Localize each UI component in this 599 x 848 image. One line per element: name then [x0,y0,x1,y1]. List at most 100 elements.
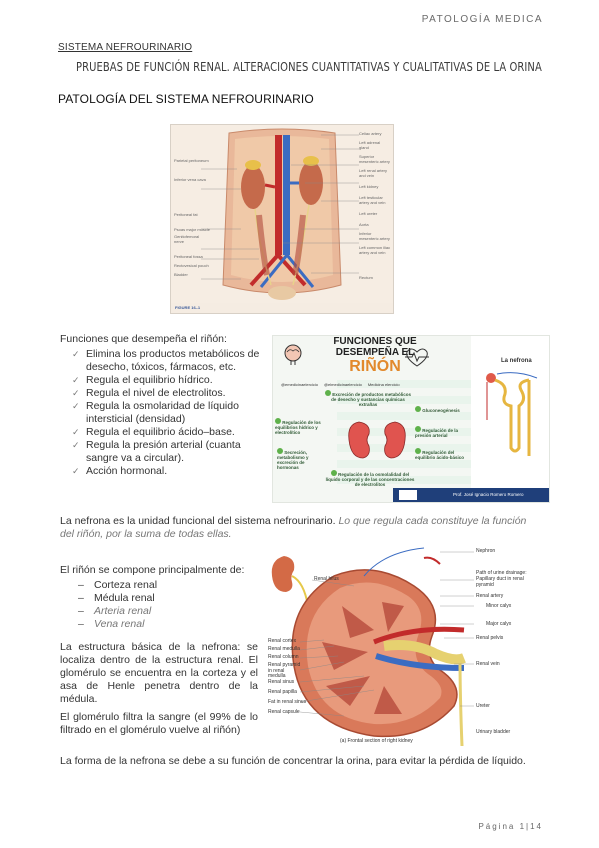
fig1-label: Superior mesenteric artery [359,154,390,164]
fig2-label: Path of urine drainage: [476,570,527,576]
list-item: ✓Regula la presión arterial (cuanta sang… [72,439,241,464]
fig1-label: Psoas major muscle [174,227,211,232]
infographic-item: Regulación de la presión arterial [415,426,459,438]
social-handle: Medicina elercicio [367,382,400,387]
infographic-item: Gluconeogénesis [415,406,475,413]
fig2-label: Papillary duct in renal pyramid [476,576,524,588]
nefrona-paragraph: La nefrona es la unidad funcional del si… [60,515,542,541]
list-item: ✓Acción hormonal. [72,465,168,477]
funciones-list: ✓Elimina los productos metabólicos de de… [60,348,266,478]
componentes-block: El riñón se compone principalmente de: –… [60,564,260,631]
fig1-label: Peritoneal fossa [174,254,203,259]
section-label: SISTEMA NEFROURINARIO [58,42,193,53]
page-title: PRUEBAS DE FUNCIÓN RENAL. ALTERACIONES C… [76,60,542,74]
fig1-label: Left renal artery and vein [359,168,388,178]
fig1-label: Left ureter [359,211,378,216]
fig1-label: Rectovesical pouch [174,263,209,268]
paragraph: El glomérulo filtra la sangre (el 99% de… [60,711,258,736]
kidney-section-figure: Renal hilus Renal cortex Renal medulla R… [264,546,548,751]
fig2-label: Major calyx [486,621,512,627]
social-handle: @emedicinaelercicio [281,382,318,387]
funciones-heading: Funciones que desempeña el riñón: [60,333,227,345]
fig2-label: Minor calyx [486,603,512,609]
paragraph: La forma de la nefrona se debe a su func… [60,755,526,767]
fig1-label: Peritoneal fat [174,212,198,217]
fig2-label: Renal medulla [268,646,300,652]
dash-icon: – [78,618,84,630]
componentes-heading: El riñón se compone principalmente de: [60,564,245,576]
fig2-label: Renal capsule [268,709,300,715]
author-bar: Prof. José Ignacio Romero Romero [393,488,549,502]
check-icon: ✓ [72,427,80,437]
infographic: FUNCIONES QUE DESEMPEÑA EL RIÑÓN @emedic… [272,335,550,503]
heart-rate-icon [405,348,429,367]
infographic-item: Secreción, metabolismo y excreción de ho… [277,448,309,470]
fig1-label: Bladder [174,272,188,277]
anatomy-illustration [171,125,393,303]
figure1-left-labels: Parietal peritoneum Inferior vena cava P… [174,158,210,277]
nephron-title: La nefrona [501,358,532,364]
infographic-title-line3: RIÑÓN [349,358,401,375]
nephron-panel: La nefrona [471,336,549,492]
social-handle: @elmedicinaelercicio [323,382,362,387]
fig2-label: Renal papilla [268,689,297,695]
fig1-label: Left common iliac artery and vein [359,245,391,255]
figure1-right-labels: Celiac artery Left adrenal gland Superio… [359,131,391,280]
fig2-label: Renal artery [476,593,504,599]
check-icon: ✓ [72,401,80,411]
fig1-label: Genitofemoral nerve [174,234,200,244]
kidney-icon [348,421,406,459]
dash-icon: – [78,579,84,591]
list-item: ✓Regula el equilibrio ácido–base. [72,426,235,438]
fig2-label: Ureter [476,703,490,709]
list-item: ✓Elimina los productos metabólicos de de… [72,348,260,373]
fig2-label: Renal hilus [314,576,339,582]
funciones-block: Funciones que desempeña el riñón: ✓Elimi… [60,333,266,478]
infographic-item: Regulación de la osmolalidad del líquido… [325,470,415,487]
fig1-label: Inferior mesenteric artery [359,231,390,241]
list-item: ✓Regula el nivel de electrolitos. [72,387,226,399]
page-number: Página 1|14 [478,822,543,831]
fig2-label: Renal cortex [268,638,297,644]
fig2-label: Renal pelvis [476,635,504,641]
infographic-title-line1: FUNCIONES QUE [333,336,417,347]
fig2-label: Renal vein [476,661,500,667]
fig1-label: Parietal peritoneum [174,158,209,163]
fig1-label: Rectum [359,275,373,280]
list-item: ✓Regula el equilibrio hídrico. [72,374,213,386]
brain-icon [284,344,302,365]
fig2-label: Renal sinus [268,679,295,685]
fig1-label: Aorta [359,222,369,227]
page-subtitle: PATOLOGÍA DEL SISTEMA NEFROURINARIO [58,92,314,106]
infographic-item: Excreción de productos metabólicos de de… [323,390,413,407]
fig2-label: Urinary bladder [476,729,511,735]
fig1-label: Celiac artery [359,131,382,136]
author-logo [399,490,417,500]
figure1-caption-label: FIGURE 16–1 [175,305,201,310]
infographic-item: Regulación de los equilibrios hídrico y … [275,418,321,435]
nephron-illustration [486,372,538,456]
anatomy-figure: FIGURE 16–1 [170,124,394,314]
componentes-list: –Corteza renal –Médula renal –Arteria re… [60,579,260,631]
check-icon: ✓ [72,466,80,476]
fig1-label: Left kidney [359,184,379,189]
author-name: Prof. José Ignacio Romero Romero [453,492,524,497]
list-item: –Médula renal [78,592,155,604]
course-header: PATOLOGÍA MEDICA [421,14,543,25]
check-icon: ✓ [72,375,80,385]
fig1-label: Left testicular artery and vein [359,195,386,205]
list-item: –Vena renal [78,618,145,630]
fig2-caption: (a) Frontal section of right kidney [340,738,413,744]
list-item: –Arteria renal [78,605,152,617]
fig1-label: Left adrenal gland [359,140,381,150]
check-icon: ✓ [72,349,80,359]
paragraph: La estructura básica de la nefrona: se l… [60,641,258,705]
kidney-section-illustration [271,547,474,747]
check-icon: ✓ [72,388,80,398]
nefrona-text: La nefrona es la unidad funcional del si… [60,515,336,527]
check-icon: ✓ [72,440,80,450]
social-row: @emedicinaelercicio @elmedicinaelercicio… [281,382,400,387]
dash-icon: – [78,605,84,617]
fig2-label: Nephron [476,548,496,554]
infographic-item: Regulación del equilibrio ácido-básico [415,448,465,460]
